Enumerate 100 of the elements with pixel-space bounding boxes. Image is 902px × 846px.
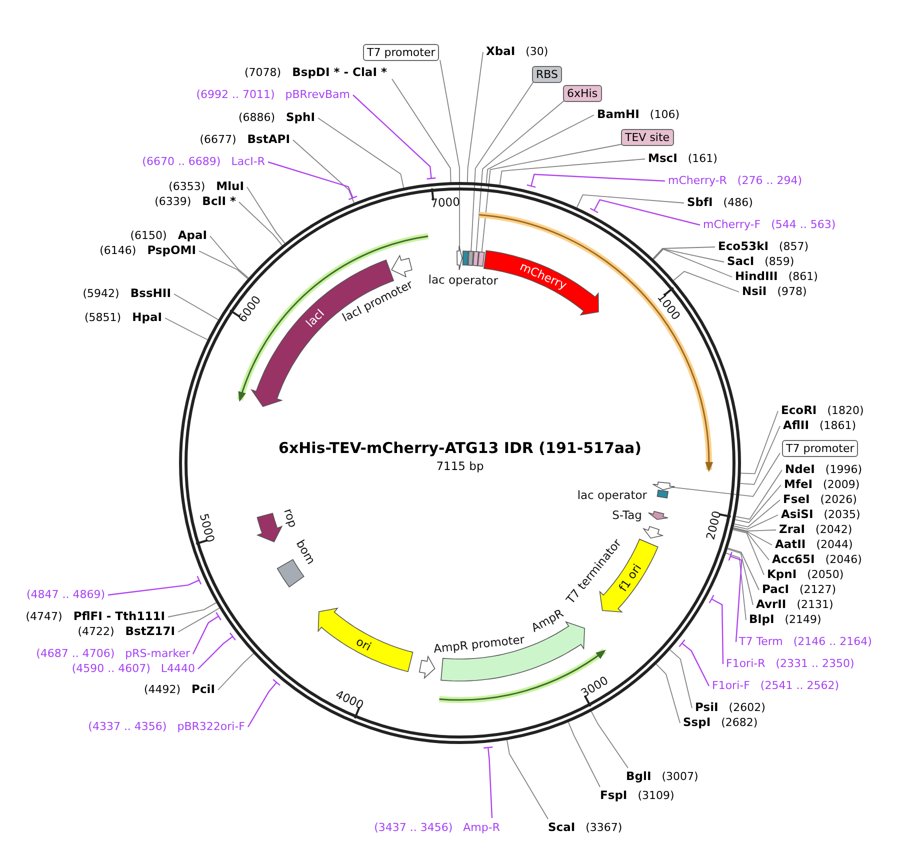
enzyme-site-label: MscI (161) [648,151,718,166]
promoter-symbol [456,246,463,270]
primer-label: F1ori-R (2331 .. 2350) [726,656,854,671]
leader-line [733,514,778,530]
enzyme-site-label: BglI (3007) [626,769,698,784]
enzyme-site-label: (5942) BssHII [82,286,171,301]
enzyme-site-label: FspI (3109) [600,788,674,803]
enzyme-site-label: (6339) BclI * [154,194,236,209]
leader-line [164,318,208,340]
enzyme-site-label: PacI (2127) [762,582,836,597]
primer-label: (4687 .. 4706) pRS-marker [36,646,190,661]
leader-line [734,484,782,524]
feature-block [477,251,485,267]
leader-line [506,740,548,820]
enzyme-site-label: SspI (2682) [683,715,758,730]
enzyme-site-label: SacI (859) [727,254,794,269]
enzyme-site-label: KpnI (2050) [767,567,844,582]
feature-arc: AmpR promoter [418,632,526,680]
feature-block [468,250,474,266]
enzyme-site-label: (4492) PciI [144,682,215,697]
leader-line [734,500,780,528]
leader-line [526,174,666,188]
tick-label: 7000 [430,194,460,210]
leader-line [192,612,222,655]
primer-label: mCherry-F (544 .. 563) [703,217,836,232]
leader-line [499,158,646,186]
leader-line [466,52,484,183]
leader-line [210,236,249,278]
leader-line [247,678,281,728]
sequence-length: 7115 bp [436,459,484,473]
feature-label: T7 promoter [363,44,440,61]
primer-label: (3437 .. 3456) Amp-R [374,820,500,835]
enzyme-site-label: Eco53kI (857) [718,239,809,254]
leader-line [476,100,566,252]
enzyme-site-label: (6353) MluI [168,179,244,194]
enzyme-site-label: NdeI (1996) [785,462,862,477]
leader-line [481,144,624,253]
feature-label: RBS [532,66,562,83]
leader-line [178,608,220,632]
leader-line [238,202,283,246]
feature-label: T7 promoter [782,440,858,457]
leader-line [568,722,600,788]
leader-line [318,118,404,188]
enzyme-site-label: ZraI (2042) [779,522,852,537]
primer-label: (4847 .. 4869) [26,587,105,602]
leader-line [198,250,248,280]
enzyme-site-label: NsiI (978) [742,284,807,299]
enzyme-site-label: BlpI (2149) [749,612,822,627]
leader-line [107,576,202,596]
enzyme-site-label: AvrII (2131) [756,597,834,612]
enzyme-site-label: AatII (2044) [775,537,853,552]
promoter-symbol [652,482,676,490]
enzyme-site-label: (6150) ApaI [130,228,207,243]
feature-arc: ori [318,608,414,672]
tick-label: 5000 [196,512,218,544]
leader-line [483,746,494,819]
enzyme-site-label: FseI (2026) [783,492,857,507]
enzyme-site-label: ScaI (3367) [548,820,622,835]
enzyme-site-label: AflII (1861) [783,418,856,433]
leader-line [727,548,754,606]
leader-line [292,140,354,204]
leader-line [732,529,764,576]
leader-line [197,632,236,670]
enzyme-site-label: PsiI (2602) [695,700,766,715]
leader-line [732,528,772,546]
leader-line [656,664,680,724]
leader-line [352,94,436,180]
feature-arc: S-Tag [612,508,668,522]
enzyme-site-label: Acc65I (2046) [772,552,862,567]
leader-line [576,194,684,208]
leader-line [218,653,254,690]
enzyme-site-label: (6677) BstAPI [200,132,290,147]
primer-label: T7 Term (2146 .. 2164) [739,634,872,649]
leader-line [732,528,770,560]
leader-line [670,649,692,708]
primer-label: (6670 .. 6689) LacI-R [142,154,265,169]
leader-line [735,470,782,520]
leader-line [246,186,286,244]
leader-line [392,78,452,183]
plasmid-name: 6xHis-TEV-mCherry-ATG13 IDR (191-517aa) [278,439,642,457]
leader-line [486,114,594,184]
leader-line [590,710,628,768]
enzyme-site-label: (4722) BstZ17I [78,624,175,639]
leader-line [652,246,716,260]
leader-line [732,527,776,532]
primer-label: (4337 .. 4356) pBR322ori-F [88,719,245,734]
primer-label: (4590 .. 4607) L4440 [72,661,195,676]
leader-line [708,594,724,665]
enzyme-site-label: (6886) SphI [238,110,315,125]
feature-block: lac operator [577,488,669,502]
leader-line [653,248,732,278]
tick-label: 4000 [334,687,366,712]
leader-line [267,161,358,200]
leader-line [470,80,534,252]
leader-line [740,426,780,485]
tick-label: 2000 [703,509,724,542]
leader-line [740,410,778,474]
feature-block [472,251,479,266]
primer-label: (6992 .. 7011) pBRrevBam [196,87,350,102]
enzyme-site-label: (7078) BspDI * - ClaI * [244,65,387,80]
